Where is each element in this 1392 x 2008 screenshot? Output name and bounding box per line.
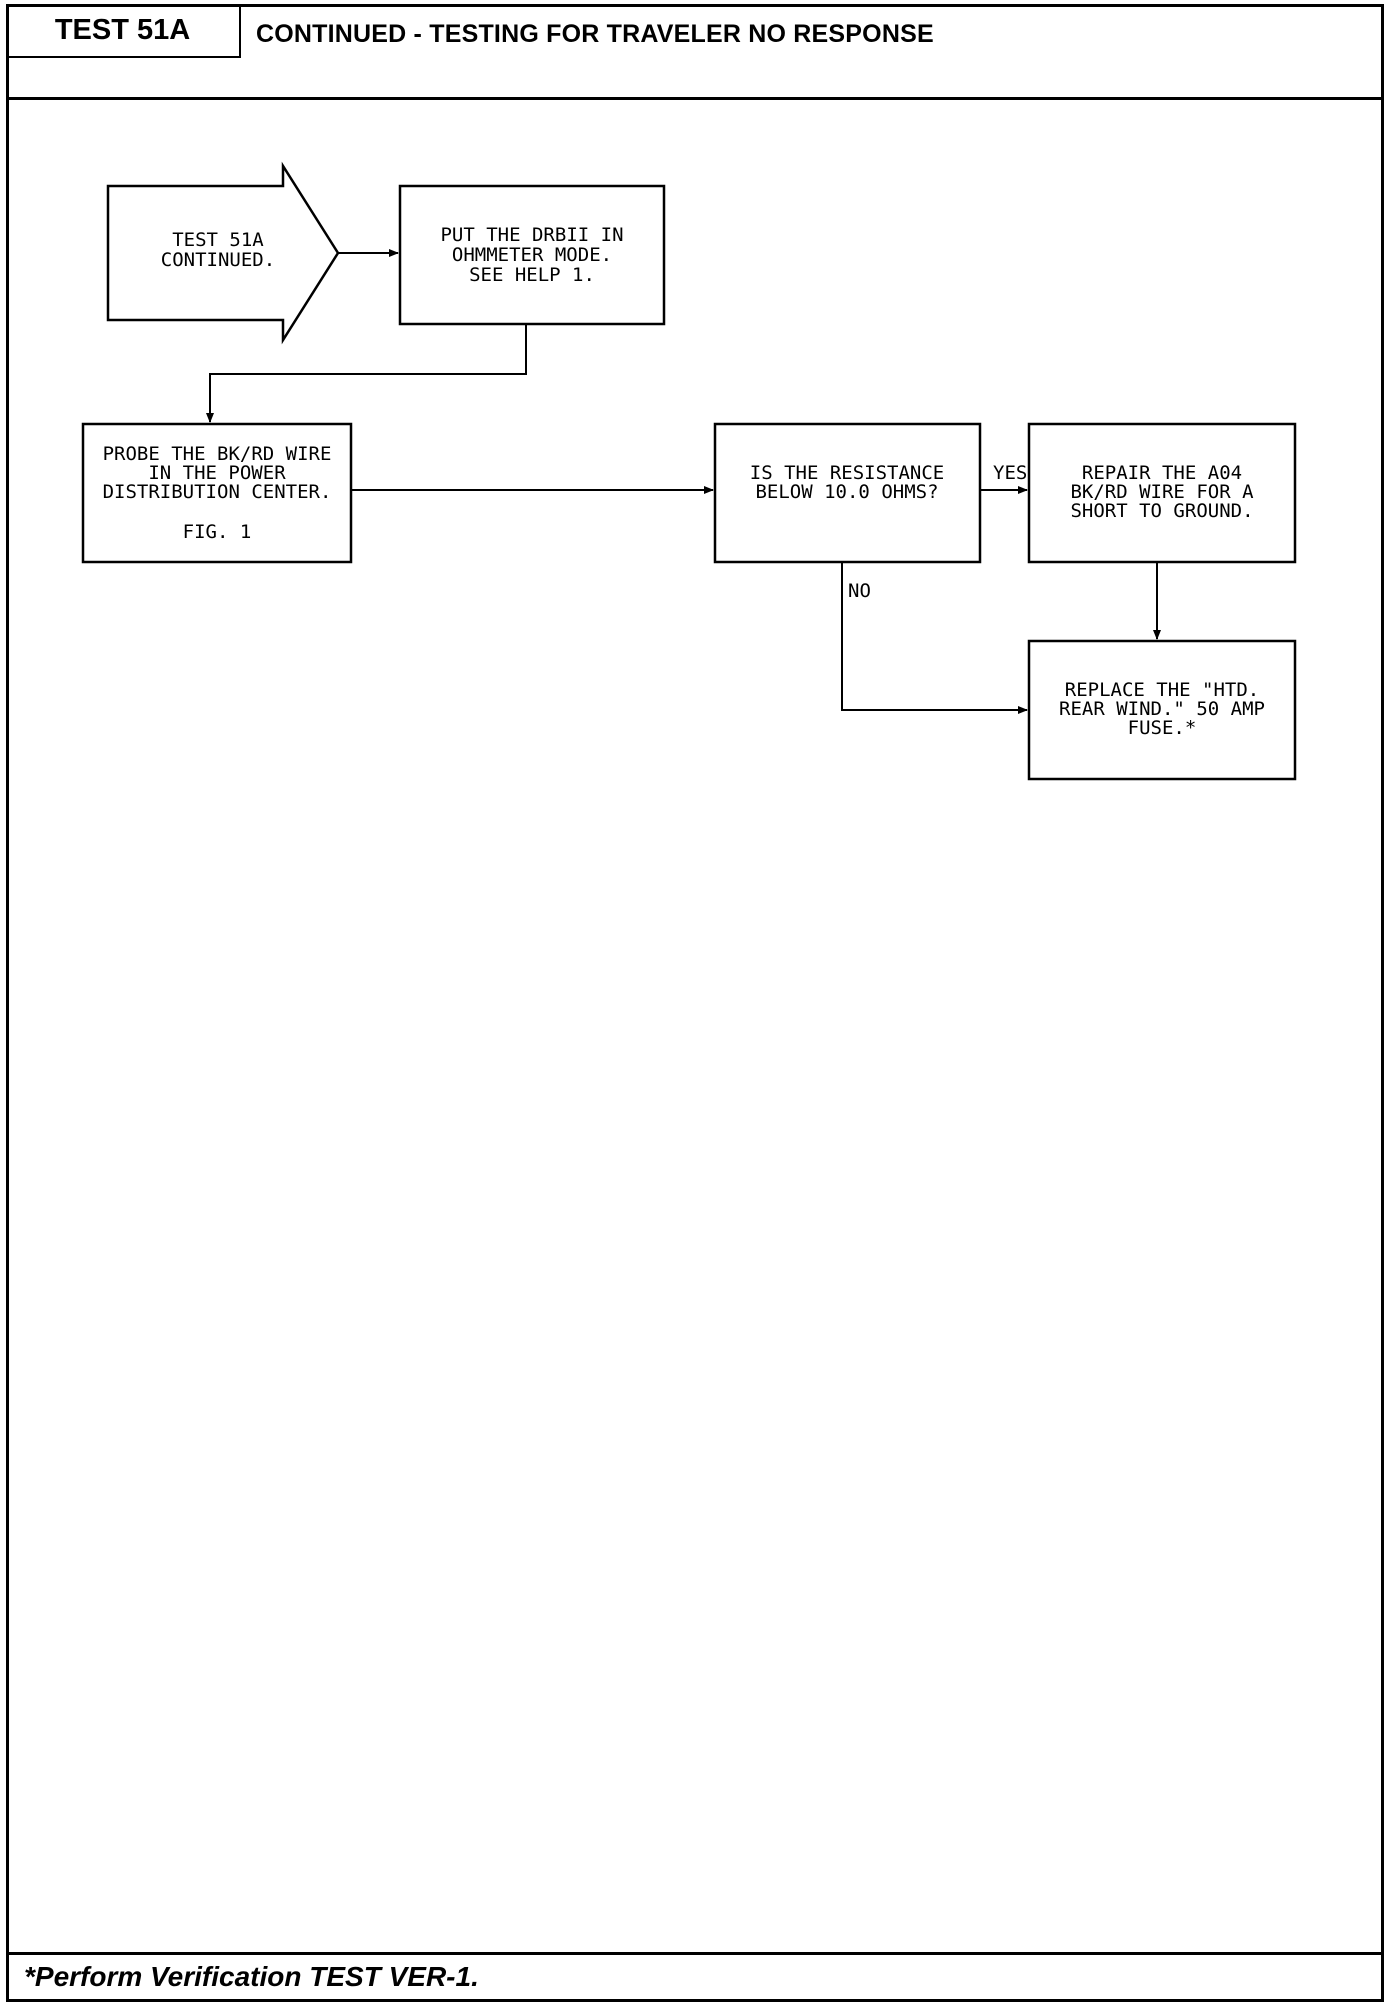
header: TEST 51A CONTINUED - TESTING FOR TRAVELE… (6, 4, 1384, 100)
step-probe-line1: PROBE THE BK/RD WIRE (103, 443, 332, 465)
verification-note: *Perform Verification TEST VER-1. (24, 1961, 479, 1992)
step-ohmmeter-box: PUT THE DRBII IN OHMMETER MODE. SEE HELP… (398, 184, 666, 326)
step-repair-box: REPAIR THE A04 BK/RD WIRE FOR A SHORT TO… (1027, 422, 1297, 564)
page-frame (6, 4, 1384, 2002)
step-repair-line2: BK/RD WIRE FOR A (1070, 481, 1254, 503)
decision-line1: IS THE RESISTANCE (750, 462, 944, 484)
step-ohmmeter-line1: PUT THE DRBII IN (440, 224, 623, 246)
page-title: CONTINUED - TESTING FOR TRAVELER NO RESP… (256, 19, 934, 48)
step-replace-line3: FUSE.* (1128, 717, 1197, 739)
start-arrow: TEST 51A CONTINUED. (106, 161, 340, 345)
step-repair-line1: REPAIR THE A04 (1082, 462, 1242, 484)
start-label-line1: TEST 51A (172, 229, 264, 251)
yes-label: YES (993, 462, 1027, 484)
test-id: TEST 51A (6, 4, 241, 58)
footer: *Perform Verification TEST VER-1. (6, 1952, 1384, 2002)
step-replace-box: REPLACE THE "HTD. REAR WIND." 50 AMP FUS… (1027, 639, 1297, 781)
step-probe-line3: DISTRIBUTION CENTER. (103, 481, 332, 503)
step-probe-line4: FIG. 1 (183, 521, 252, 543)
decision-box: IS THE RESISTANCE BELOW 10.0 OHMS? (713, 422, 982, 564)
step-replace-line1: REPLACE THE "HTD. (1065, 679, 1259, 701)
step-repair-line3: SHORT TO GROUND. (1070, 500, 1253, 522)
arrow-ohmmeter-to-probe (206, 324, 527, 423)
step-ohmmeter-line3: SEE HELP 1. (469, 264, 595, 286)
decision-line2: BELOW 10.0 OHMS? (755, 481, 938, 503)
step-probe-line2: IN THE POWER (148, 462, 286, 484)
step-ohmmeter-line2: OHMMETER MODE. (452, 244, 612, 266)
step-replace-line2: REAR WIND." 50 AMP (1059, 698, 1265, 720)
no-label: NO (848, 580, 871, 602)
start-label-line2: CONTINUED. (161, 249, 275, 271)
step-probe-box: PROBE THE BK/RD WIRE IN THE POWER DISTRI… (81, 422, 353, 564)
arrow-decision-no (841, 562, 1028, 714)
